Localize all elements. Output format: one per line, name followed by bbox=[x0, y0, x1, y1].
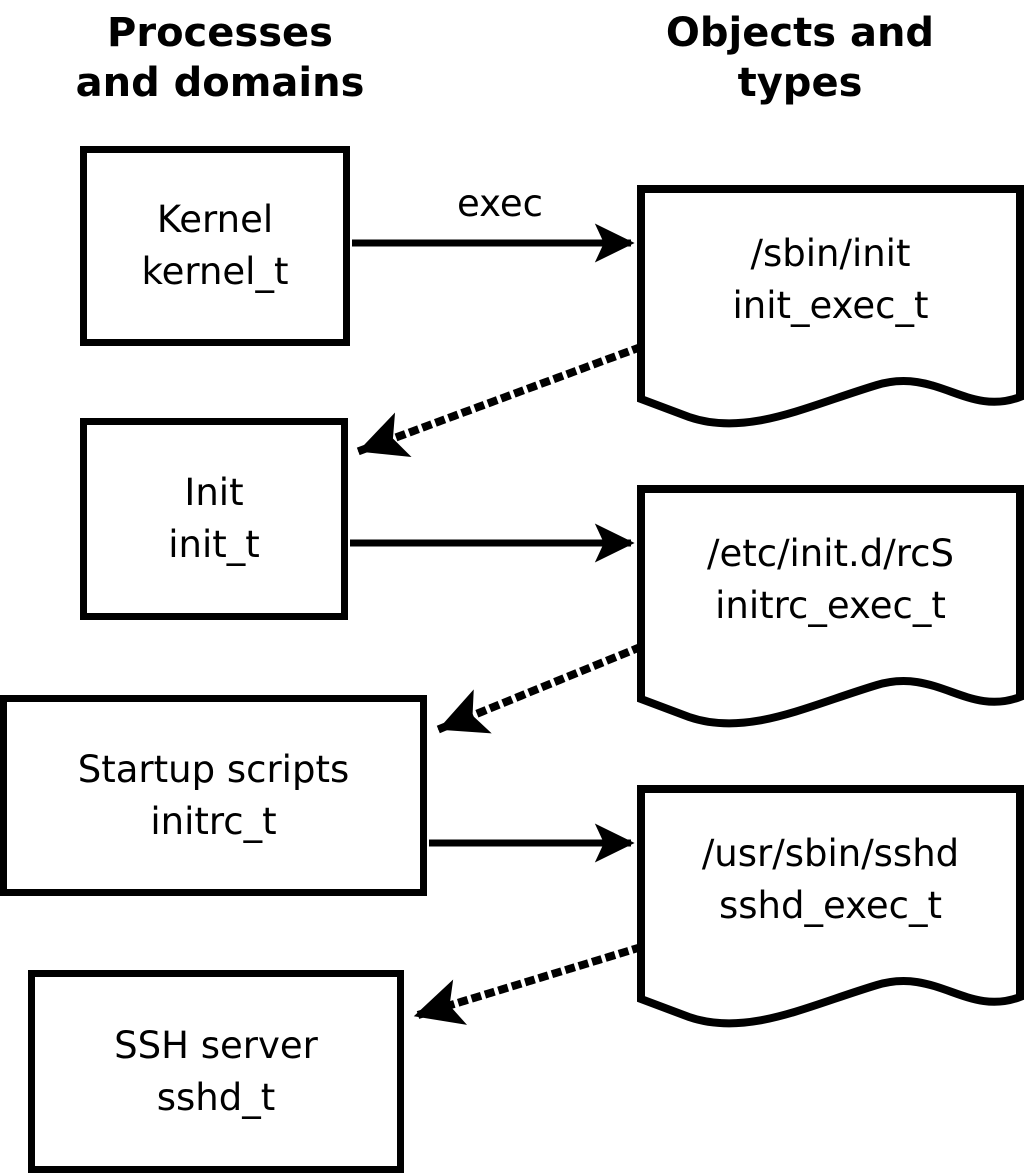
object-node-init-exec[interactable]: /sbin/init init_exec_t bbox=[637, 185, 1024, 435]
process-node-kernel[interactable]: Kernel kernel_t bbox=[80, 146, 350, 346]
process-node-initrc-label: Startup scripts initrc_t bbox=[77, 747, 350, 843]
edge-sshd-exec-to-sshd bbox=[413, 943, 643, 1025]
object-node-init-exec-label: /sbin/init init_exec_t bbox=[732, 232, 929, 327]
column-header-processes: Processes and domains bbox=[75, 10, 365, 106]
edge-init-exec-to-init bbox=[356, 342, 644, 458]
document-shape-icon bbox=[637, 485, 1024, 728]
object-node-initrc-exec-label: /etc/init.d/rcS initrc_exec_t bbox=[706, 532, 954, 627]
object-node-sshd-exec-label: /usr/sbin/sshd sshd_exec_t bbox=[701, 832, 960, 927]
process-node-kernel-label: Kernel kernel_t bbox=[141, 198, 289, 293]
process-node-initrc[interactable]: Startup scripts initrc_t bbox=[0, 695, 427, 896]
process-node-init-label: Init init_t bbox=[168, 471, 260, 566]
process-node-init[interactable]: Init init_t bbox=[80, 418, 348, 620]
object-node-sshd-exec[interactable]: /usr/sbin/sshd sshd_exec_t bbox=[637, 785, 1024, 1035]
edge-label-exec: exec bbox=[457, 182, 543, 225]
process-node-sshd[interactable]: SSH server sshd_t bbox=[28, 970, 404, 1173]
document-shape-icon bbox=[637, 785, 1024, 1028]
object-node-initrc-exec[interactable]: /etc/init.d/rcS initrc_exec_t bbox=[637, 485, 1024, 735]
column-header-objects: Objects and types bbox=[665, 10, 935, 106]
document-shape-icon bbox=[637, 185, 1024, 428]
edge-initrc-exec-to-initrc bbox=[436, 642, 644, 734]
process-node-sshd-label: SSH server sshd_t bbox=[114, 1023, 318, 1119]
